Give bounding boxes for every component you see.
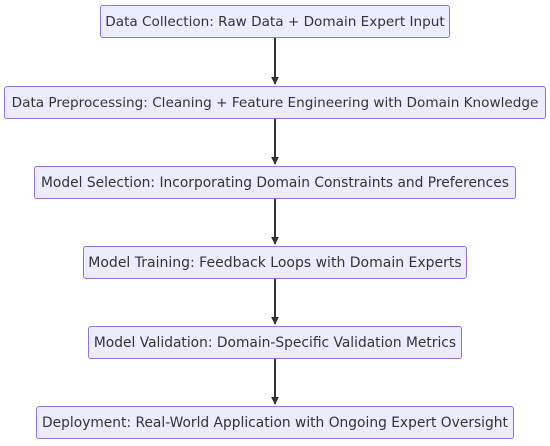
node-data-preprocessing-label: Data Preprocessing: Cleaning + Feature E… <box>11 94 539 111</box>
node-model-selection: Model Selection: Incorporating Domain Co… <box>34 166 516 199</box>
node-data-collection-label: Data Collection: Raw Data + Domain Exper… <box>105 13 445 30</box>
node-model-training: Model Training: Feedback Loops with Doma… <box>83 246 467 279</box>
node-deployment: Deployment: Real-World Application with … <box>36 406 514 439</box>
node-model-validation-label: Model Validation: Domain-Specific Valida… <box>93 334 457 351</box>
node-data-preprocessing: Data Preprocessing: Cleaning + Feature E… <box>4 86 546 119</box>
node-data-collection: Data Collection: Raw Data + Domain Exper… <box>100 5 450 38</box>
node-model-training-label: Model Training: Feedback Loops with Doma… <box>88 254 462 271</box>
node-model-validation: Model Validation: Domain-Specific Valida… <box>88 326 462 359</box>
node-model-selection-label: Model Selection: Incorporating Domain Co… <box>41 174 509 191</box>
node-deployment-label: Deployment: Real-World Application with … <box>42 414 508 431</box>
